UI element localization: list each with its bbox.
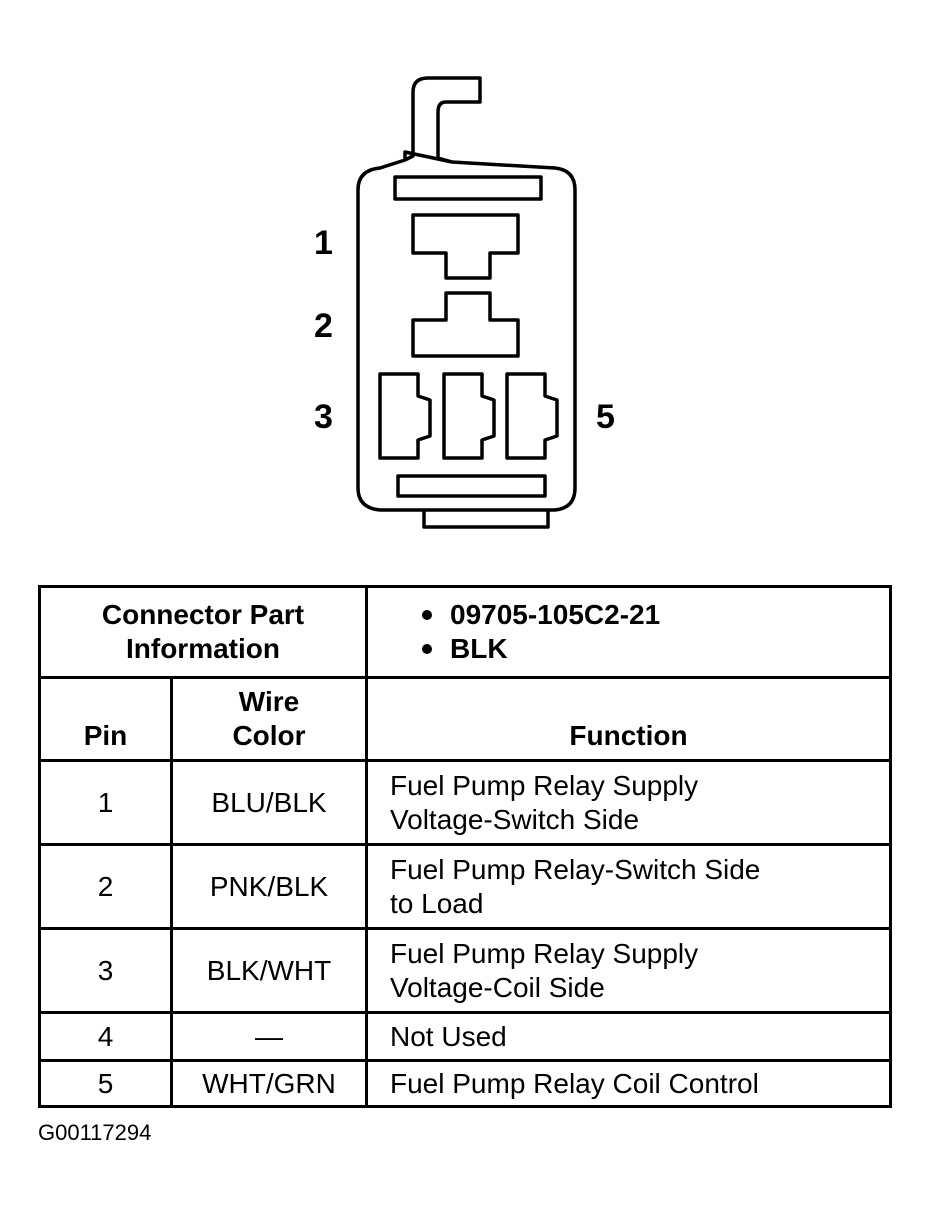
wire-cell: PNK/BLK bbox=[170, 843, 368, 930]
pin-cell: 3 bbox=[38, 927, 173, 1014]
connector-info-label: Connector Part Information bbox=[38, 585, 368, 679]
part-number-line: 09705-105C2-21 bbox=[422, 598, 889, 632]
function-line: Fuel Pump Relay Coil Control bbox=[390, 1067, 759, 1099]
pin-cell: 1 bbox=[38, 759, 173, 846]
table-row: 1 BLU/BLK Fuel Pump Relay Supply Voltage… bbox=[38, 759, 892, 846]
connector-info-label-line2: Information bbox=[126, 633, 280, 664]
header-pin: Pin bbox=[38, 676, 173, 762]
table-row: 5 WHT/GRN Fuel Pump Relay Coil Control bbox=[38, 1059, 892, 1108]
function-line: Not Used bbox=[390, 1020, 507, 1052]
connector-bottom-tab bbox=[422, 510, 550, 529]
top-key-slot bbox=[393, 175, 543, 201]
pin-label-2: 2 bbox=[314, 307, 333, 345]
connector-latch bbox=[404, 76, 482, 164]
function-line: Voltage-Switch Side bbox=[390, 803, 640, 835]
function-cell: Fuel Pump Relay-Switch Side to Load bbox=[365, 843, 892, 930]
pin-label-5: 5 bbox=[596, 398, 615, 436]
pin-label-3: 3 bbox=[314, 398, 333, 436]
function-line: Fuel Pump Relay Supply bbox=[390, 937, 699, 969]
figure-id: G00117294 bbox=[38, 1120, 152, 1145]
header-function: Function bbox=[365, 676, 892, 762]
function-line: to Load bbox=[390, 887, 484, 919]
pin4-terminal bbox=[442, 372, 496, 460]
pin2-terminal bbox=[411, 291, 520, 358]
pin-cell: 5 bbox=[38, 1059, 173, 1108]
wire-cell: BLK/WHT bbox=[170, 927, 368, 1014]
pin5-terminal bbox=[505, 372, 559, 460]
pin-label-1: 1 bbox=[314, 224, 333, 262]
function-cell: Not Used bbox=[365, 1011, 892, 1062]
pin-cell: 2 bbox=[38, 843, 173, 930]
function-cell: Fuel Pump Relay Coil Control bbox=[365, 1059, 892, 1108]
table-row: 2 PNK/BLK Fuel Pump Relay-Switch Side to… bbox=[38, 843, 892, 930]
connector-pin-table: Connector Part Information 09705-105C2-2… bbox=[38, 585, 892, 1108]
header-pin-label: Pin bbox=[83, 720, 128, 751]
part-number: 09705-105C2-21 bbox=[450, 599, 661, 630]
wire-cell: BLU/BLK bbox=[170, 759, 368, 846]
connector-diagram: 1 2 3 5 bbox=[314, 76, 615, 529]
connector-color-line: BLK bbox=[422, 632, 889, 666]
bottom-key-slot bbox=[396, 474, 547, 498]
header-row: Pin Wire Color Function bbox=[38, 676, 892, 762]
header-function-label: Function bbox=[569, 720, 688, 751]
header-wire-color: Wire Color bbox=[170, 676, 368, 762]
function-line: Fuel Pump Relay-Switch Side bbox=[390, 853, 761, 885]
bullet-icon bbox=[422, 644, 432, 654]
function-line: Voltage-Coil Side bbox=[390, 971, 605, 1003]
header-wire-line2: Color bbox=[232, 720, 306, 751]
table-row: 4 — Not Used bbox=[38, 1011, 892, 1062]
connector-info-row: Connector Part Information 09705-105C2-2… bbox=[38, 585, 892, 679]
connector-info-values: 09705-105C2-21 BLK bbox=[365, 585, 892, 679]
pin1-terminal bbox=[411, 213, 520, 280]
function-line: Fuel Pump Relay Supply bbox=[390, 769, 699, 801]
connector-body bbox=[356, 150, 577, 512]
pin-cell: 4 bbox=[38, 1011, 173, 1062]
wire-cell: — bbox=[170, 1011, 368, 1062]
table-row: 3 BLK/WHT Fuel Pump Relay Supply Voltage… bbox=[38, 927, 892, 1014]
pin3-terminal bbox=[378, 372, 432, 460]
connector-color: BLK bbox=[450, 633, 508, 664]
bullet-icon bbox=[422, 610, 432, 620]
wire-cell: WHT/GRN bbox=[170, 1059, 368, 1108]
function-cell: Fuel Pump Relay Supply Voltage-Coil Side bbox=[365, 927, 892, 1014]
connector-info-label-line1: Connector Part bbox=[101, 599, 305, 630]
function-cell: Fuel Pump Relay Supply Voltage-Switch Si… bbox=[365, 759, 892, 846]
header-wire-line1: Wire bbox=[238, 686, 300, 717]
